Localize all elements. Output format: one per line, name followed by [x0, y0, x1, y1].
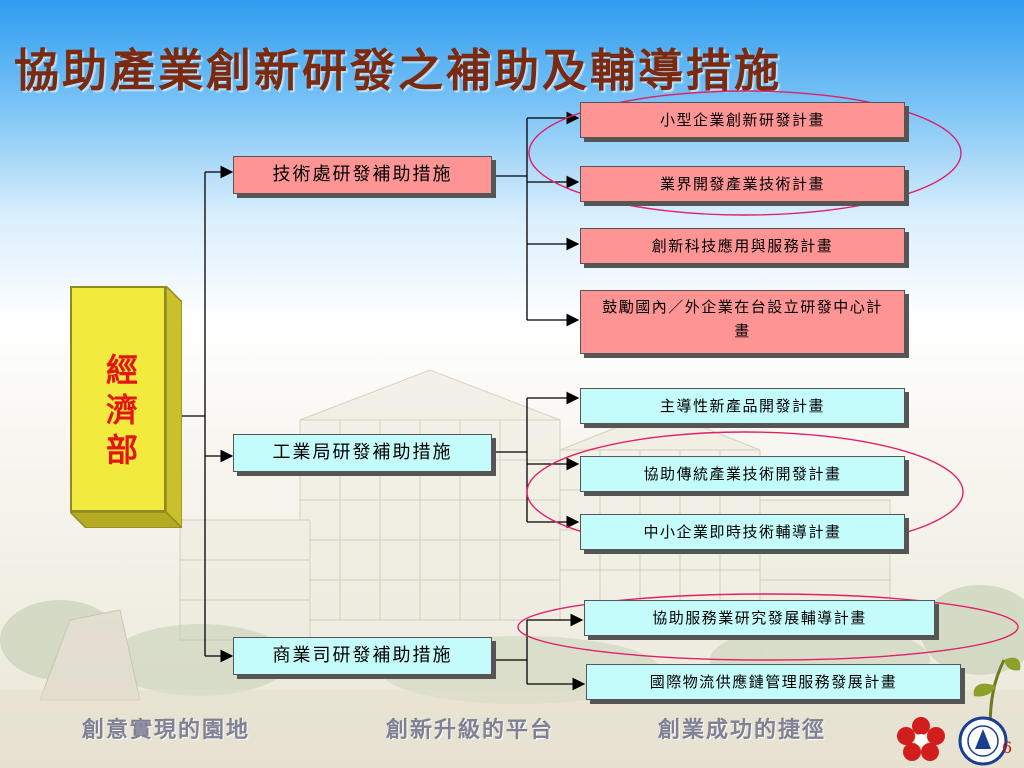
- program-item: 協助傳統產業技術開發計畫: [580, 456, 905, 492]
- footer-slogan: 創意實現的園地: [82, 717, 251, 743]
- ministry-box-3d: [70, 286, 182, 528]
- program-item: 協助服務業研究發展輔導計畫: [584, 600, 935, 636]
- program-item: 國際物流供應鏈管理服務發展計畫: [586, 664, 961, 700]
- ministry-box-face: [70, 286, 166, 512]
- page-title: 協助產業創新研發之補助及輔導措施: [14, 44, 783, 97]
- branch-commerce-dept: 商業司研發補助措施: [233, 637, 492, 675]
- branch-tech-dept: 技術處研發補助措施: [233, 156, 492, 194]
- university-seal-icon: [958, 716, 1008, 766]
- page-number: 6: [1002, 738, 1013, 757]
- footer-slogan: 創新升級的平台: [386, 717, 555, 743]
- program-item: 鼓勵國內／外企業在台設立研發中心計畫: [580, 290, 905, 354]
- ministry-box: 經濟部: [70, 286, 182, 528]
- program-item: 業界開發產業技術計畫: [580, 166, 905, 202]
- branch-industrial-bureau: 工業局研發補助措施: [233, 434, 492, 472]
- program-item: 主導性新產品開發計畫: [580, 388, 905, 424]
- footer-slogan: 創業成功的捷徑: [658, 717, 827, 743]
- flower-logo-icon: [897, 717, 945, 761]
- program-item: 創新科技應用與服務計畫: [580, 228, 905, 264]
- program-item: 中小企業即時技術輔導計畫: [580, 514, 905, 550]
- program-item: 小型企業創新研發計畫: [580, 102, 905, 138]
- ministry-label: 經濟部: [105, 351, 138, 469]
